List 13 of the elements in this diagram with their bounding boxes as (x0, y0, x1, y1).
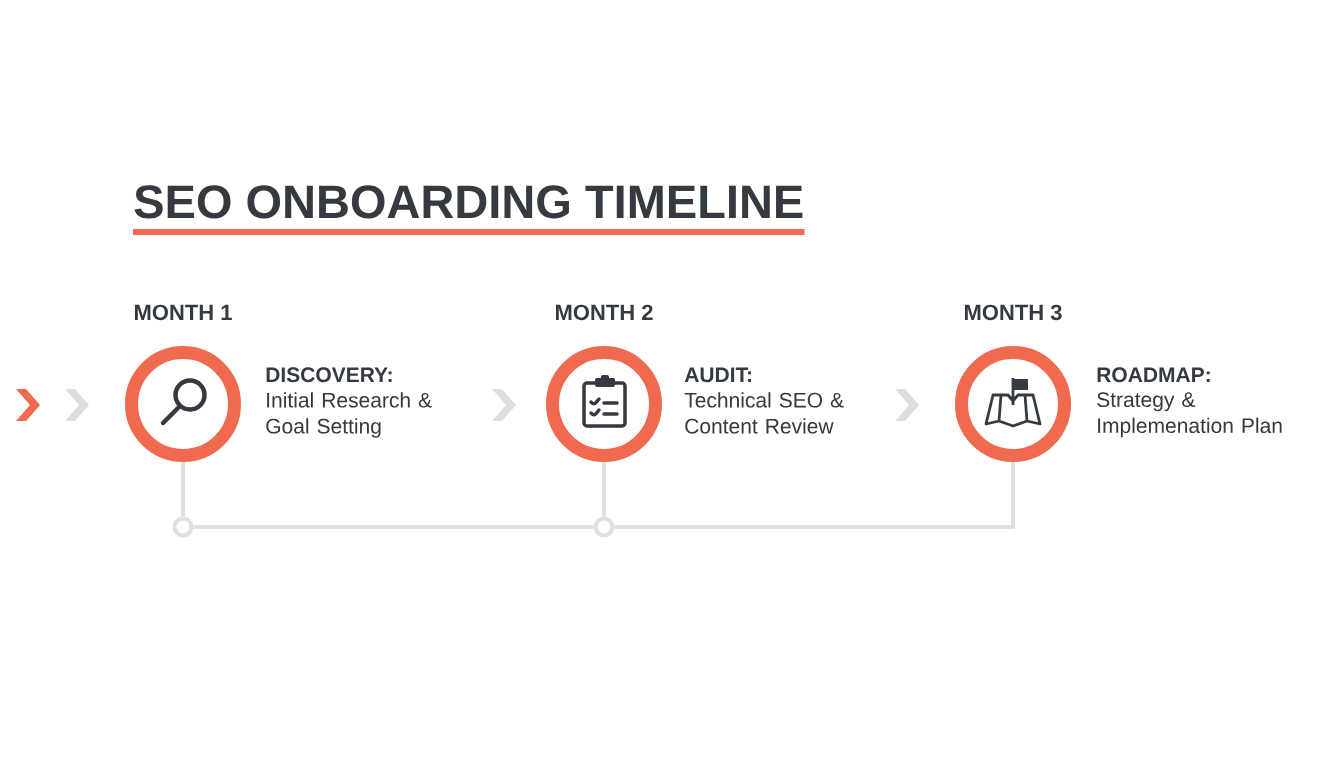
junction-ring (172, 516, 194, 538)
phase-description: Technical SEO & Content Review (684, 392, 844, 434)
connector-line (614, 462, 1015, 529)
title: SEO ONBOARDING TIMELINE (134, 185, 803, 219)
phase-heading: DISCOVERY: (266, 367, 392, 383)
phase-heading: ROADMAP: (1097, 367, 1210, 383)
phase-description: Initial Research & Goal Setting (266, 392, 432, 438)
phase-description: Strategy & Implemenation Plan (1097, 392, 1282, 438)
month-label: MONTH 2 (556, 304, 653, 321)
month-label: MONTH 1 (135, 304, 232, 321)
junction-ring (593, 516, 615, 538)
phase-heading: AUDIT: (684, 367, 751, 383)
month-label: MONTH 3 (965, 304, 1062, 321)
